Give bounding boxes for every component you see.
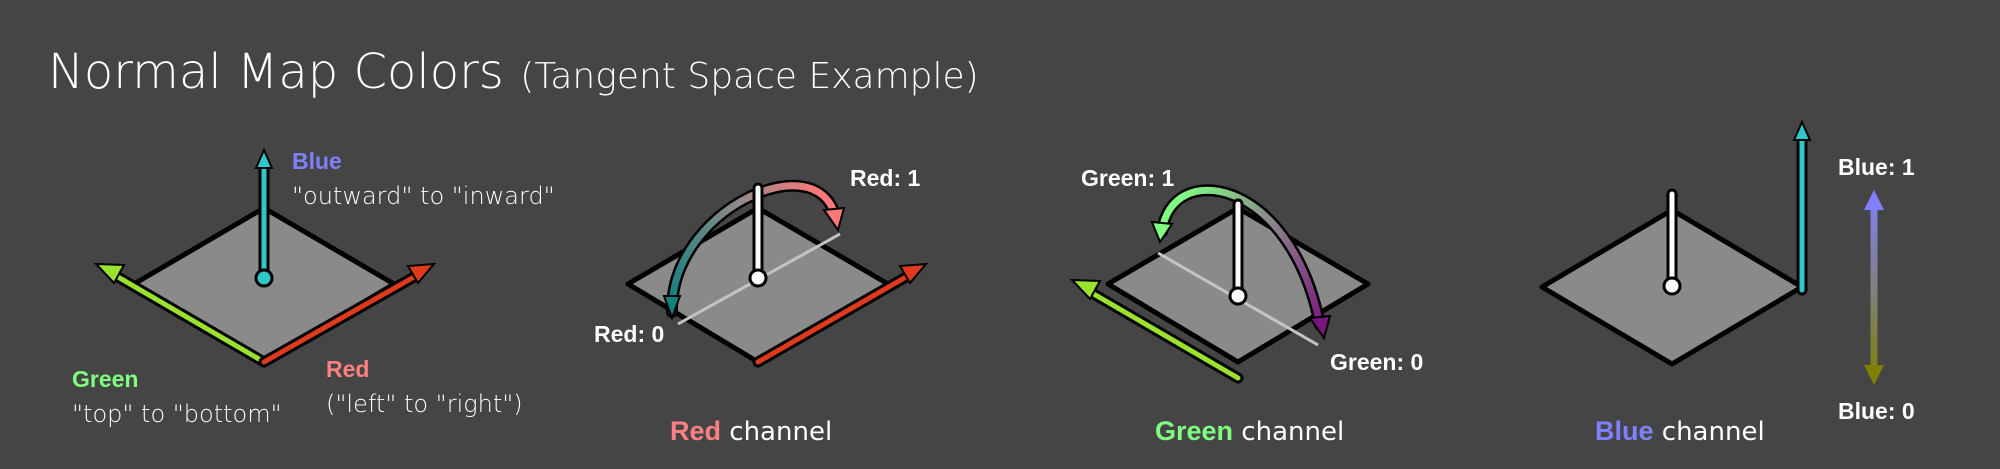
blue-range-down-arrowhead: [1864, 365, 1884, 385]
green-channel-caption: Green channel: [1155, 416, 1344, 447]
title-sub: (Tangent Space Example): [520, 56, 978, 97]
green-arc-high-arrowhead: [1150, 220, 1174, 245]
overview-panel: Blue "outward" to "inward" Green "top" t…: [72, 147, 555, 428]
red-panel-red-axis-arrowhead: [898, 262, 929, 285]
red-axis: [261, 274, 417, 365]
red-high-label: Red: 1: [850, 165, 921, 191]
red-channel-arc: [668, 182, 839, 316]
green-caption-color: Green: [1155, 416, 1233, 446]
red-panel-red-axis: [755, 274, 909, 365]
red-axis-arrowhead: [406, 262, 437, 285]
red-panel-normal-dot: [748, 268, 768, 288]
green-channel-arc: [1158, 186, 1324, 329]
blue-panel-normal-dot: [1662, 276, 1682, 296]
green-axis: [115, 274, 267, 365]
red-caption-color: Red: [670, 416, 721, 446]
green-arc-low-arrowhead: [1308, 314, 1332, 341]
green-channel-panel: Green: 1 Green: 0 Green channel: [1069, 165, 1423, 447]
blue-axis-base-dot: [254, 268, 274, 288]
red-low-label: Red: 0: [594, 321, 664, 347]
green-axis-arrowhead: [93, 262, 126, 285]
red-arc-high-arrowhead: [822, 206, 846, 233]
page-title: Normal Map Colors (Tangent Space Example…: [48, 44, 979, 100]
red-channel-panel: Red: 1 Red: 0 Red channel: [594, 165, 929, 447]
overview-green-label: Green: [72, 366, 138, 392]
red-caption-rest: channel: [721, 417, 832, 447]
blue-panel-blue-axis-arrowhead: [1792, 119, 1812, 141]
red-arc-low-arrowhead: [662, 295, 682, 321]
blue-axis-arrowhead: [254, 147, 274, 169]
green-low-label: Green: 0: [1330, 349, 1423, 375]
overview-red-label: Red: [326, 356, 369, 382]
green-caption-rest: channel: [1233, 417, 1344, 447]
blue-channel-caption: Blue channel: [1595, 416, 1765, 447]
blue-caption-color: Blue: [1595, 416, 1654, 446]
overview-blue-desc: "outward" to "inward": [292, 182, 555, 210]
blue-high-label: Blue: 1: [1838, 154, 1915, 180]
title-main: Normal Map Colors: [48, 44, 504, 100]
green-panel-green-axis: [1089, 290, 1241, 381]
blue-caption-rest: channel: [1654, 417, 1765, 447]
red-channel-caption: Red channel: [670, 416, 832, 447]
overview-blue-label: Blue: [292, 148, 342, 174]
blue-channel-panel: Blue: 1 Blue: 0 Blue channel: [1539, 119, 1915, 447]
green-high-label: Green: 1: [1081, 165, 1175, 191]
overview-green-desc: "top" to "bottom": [72, 400, 282, 428]
overview-red-desc: ("left" to "right"): [326, 390, 523, 418]
green-panel-normal-dot: [1228, 286, 1248, 306]
blue-range-up-arrowhead: [1864, 190, 1884, 210]
blue-low-label: Blue: 0: [1838, 398, 1915, 424]
green-panel-green-axis-arrowhead: [1069, 278, 1102, 301]
